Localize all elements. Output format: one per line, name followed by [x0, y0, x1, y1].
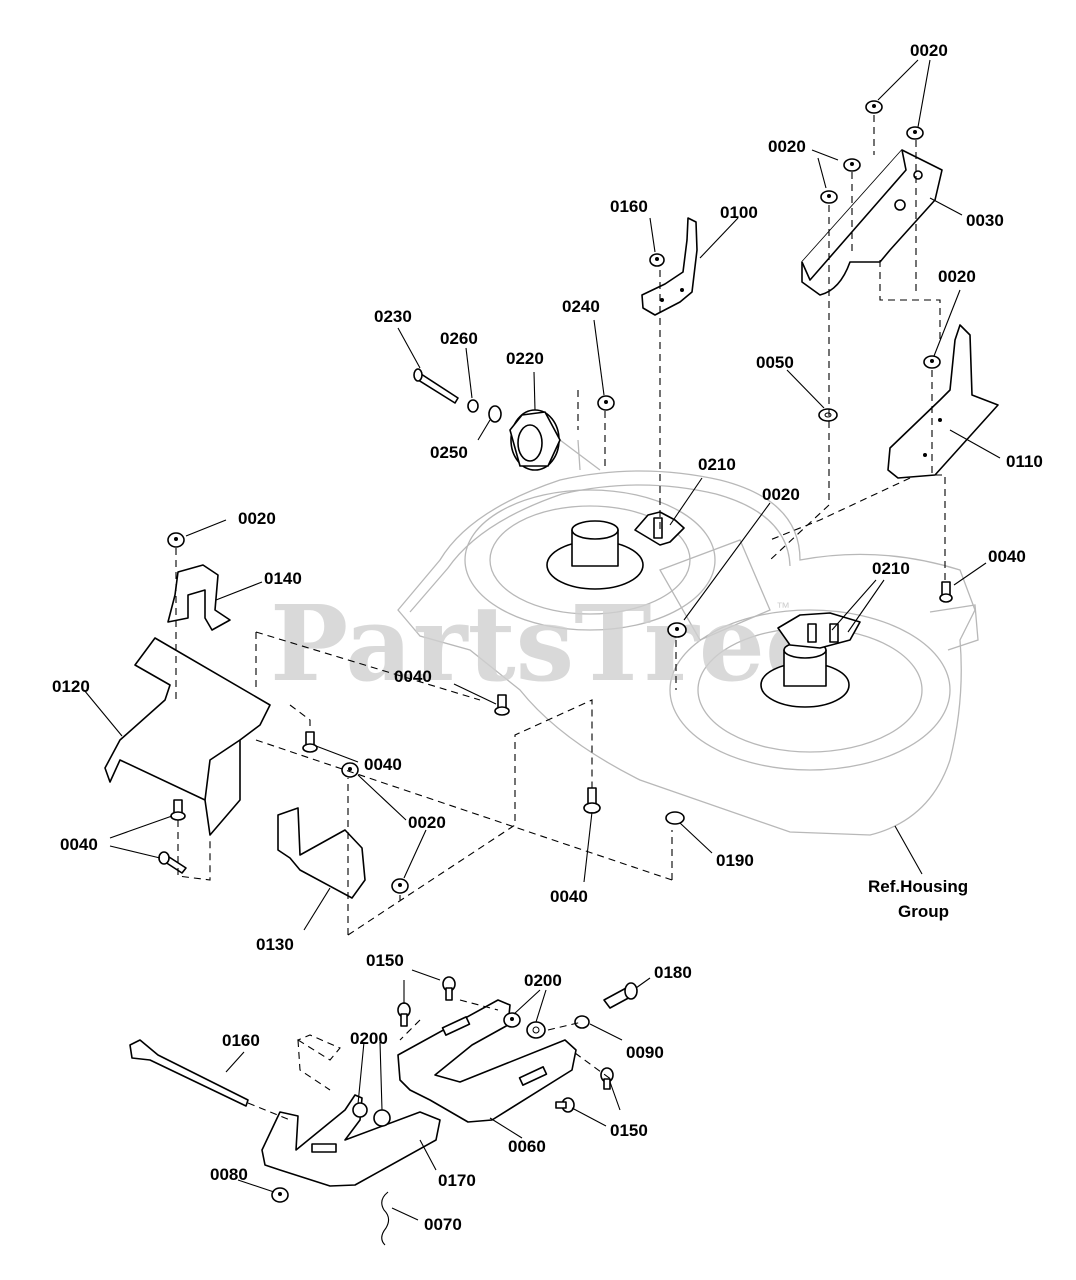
washer-icon	[467, 399, 479, 413]
label-0110: 0110	[1006, 452, 1043, 471]
label-0190: 0190	[716, 851, 754, 870]
bolt-icon	[555, 1097, 575, 1113]
washer-icon	[665, 811, 685, 825]
label-0040: 0040	[60, 835, 98, 854]
label-0230: 0230	[374, 307, 412, 326]
label-0160: 0160	[222, 1031, 260, 1050]
washer-icon	[373, 1109, 391, 1127]
label-0130: 0130	[256, 935, 294, 954]
label-0140: 0140	[264, 569, 302, 588]
label-0200: 0200	[350, 1029, 388, 1048]
bolt-icon	[397, 1002, 411, 1027]
label-0210: 0210	[698, 455, 736, 474]
washer-icon	[488, 405, 502, 423]
nut-icon	[503, 1012, 521, 1028]
label-0160: 0160	[610, 197, 648, 216]
label-0040: 0040	[988, 547, 1026, 566]
nut-icon	[597, 395, 615, 411]
label-0030: 0030	[966, 211, 1004, 230]
nut-icon	[271, 1187, 289, 1203]
bolt-icon	[158, 851, 187, 874]
label-0080: 0080	[210, 1165, 248, 1184]
label-0260: 0260	[440, 329, 478, 348]
ref-housing-group-label: Group	[898, 902, 949, 921]
spindle-left	[546, 520, 644, 590]
label-0060: 0060	[508, 1137, 546, 1156]
nut-icon	[341, 762, 359, 778]
nut-icon	[923, 355, 941, 369]
nut-icon	[865, 100, 883, 114]
label-0020: 0020	[910, 41, 948, 60]
hairpin-clip-0070	[381, 1191, 390, 1246]
assembly-lines	[175, 115, 946, 1121]
label-0040: 0040	[394, 667, 432, 686]
bracket-0130	[277, 807, 366, 899]
watermark-text: PartsTree	[270, 582, 831, 705]
bracket-0170	[261, 1094, 441, 1187]
washer-icon	[526, 1021, 546, 1039]
label-0220: 0220	[506, 349, 544, 368]
label-0250: 0250	[430, 443, 468, 462]
bolt-icon	[494, 694, 510, 716]
bolt-icon	[442, 976, 456, 1001]
label-0050: 0050	[756, 353, 794, 372]
label-0090: 0090	[626, 1043, 664, 1062]
bracket-0120	[104, 637, 271, 836]
bracket-0060	[397, 999, 577, 1123]
nut-icon	[667, 622, 687, 638]
label-0020: 0020	[238, 509, 276, 528]
nut-icon	[167, 532, 185, 548]
label-0040: 0040	[550, 887, 588, 906]
label-0100: 0100	[720, 203, 758, 222]
nut-icon	[843, 158, 861, 172]
bolt-icon	[302, 731, 318, 753]
label-0180: 0180	[654, 963, 692, 982]
nut-icon	[649, 253, 665, 267]
label-0210: 0210	[872, 559, 910, 578]
label-0020: 0020	[408, 813, 446, 832]
rod-0160	[129, 1039, 249, 1107]
bolt-icon	[603, 982, 638, 1009]
bracket-0140	[167, 564, 231, 631]
label-0170: 0170	[438, 1171, 476, 1190]
label-0150: 0150	[366, 951, 404, 970]
bolt-icon	[170, 799, 186, 821]
watermark-trademark: ™	[776, 599, 790, 615]
washer-icon	[818, 408, 838, 422]
ref-housing-label: Ref.Housing	[868, 877, 968, 896]
bolt-icon	[583, 787, 601, 814]
label-0040: 0040	[364, 755, 402, 774]
label-0020: 0020	[938, 267, 976, 286]
bracket-0110	[887, 324, 999, 479]
nut-icon	[391, 878, 409, 894]
label-0020: 0020	[768, 137, 806, 156]
label-0150: 0150	[610, 1121, 648, 1140]
bolt-icon	[600, 1067, 614, 1090]
label-0200: 0200	[524, 971, 562, 990]
label-0240: 0240	[562, 297, 600, 316]
label-0120: 0120	[52, 677, 90, 696]
nut-icon	[352, 1102, 368, 1118]
bracket-0030	[801, 149, 943, 296]
idler-pulley-0220	[509, 409, 561, 471]
nut-icon	[906, 126, 924, 140]
bolt-icon	[413, 368, 459, 404]
callout-labels: 0020 0020 0030 0160 0100 0020 0230 0260 …	[52, 41, 1043, 1234]
label-0020: 0020	[762, 485, 800, 504]
nut-icon	[574, 1015, 590, 1029]
nut-icon	[820, 190, 838, 204]
leader-lines	[83, 59, 1001, 1221]
bracket-0100	[641, 217, 698, 316]
label-0070: 0070	[424, 1215, 462, 1234]
bolt-icon	[939, 581, 953, 603]
